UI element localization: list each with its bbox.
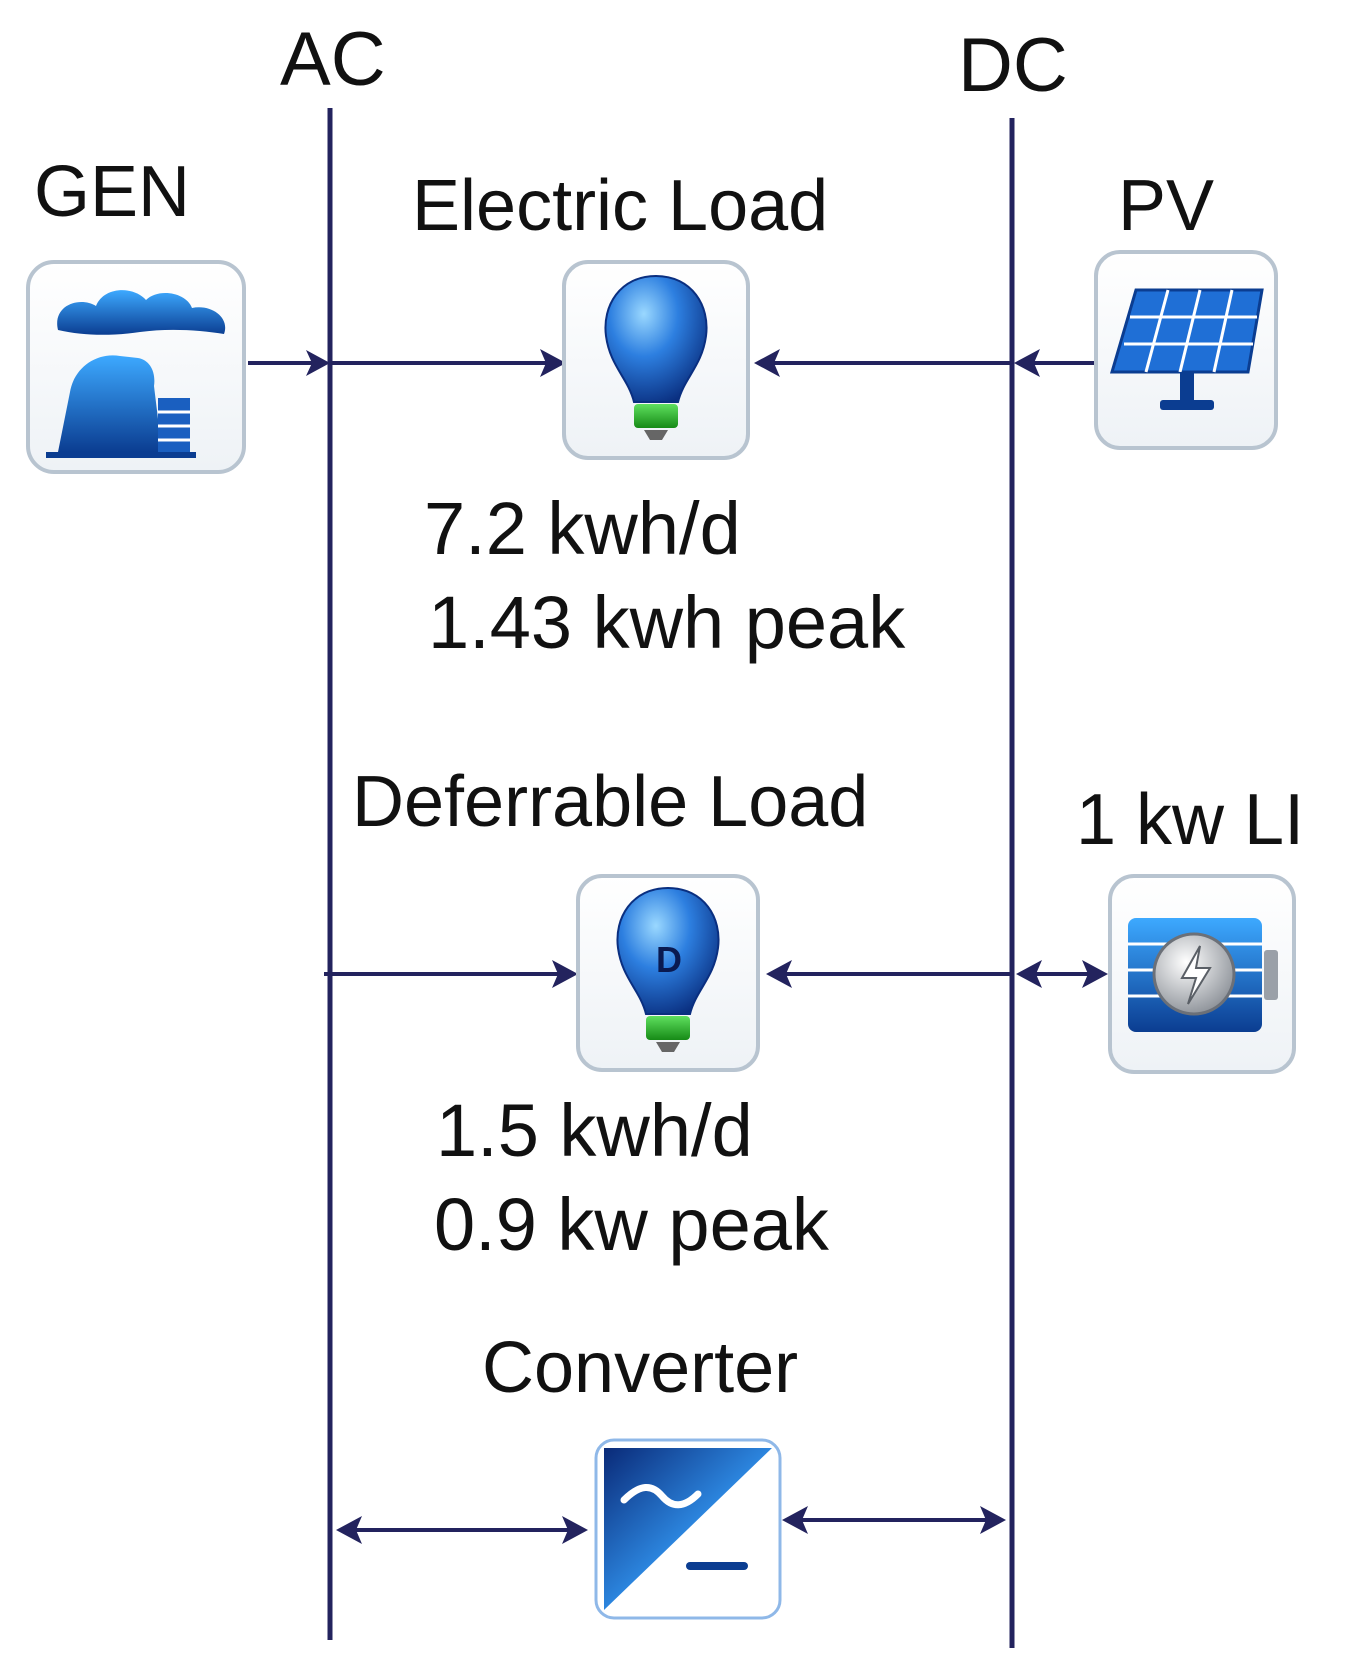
deferrable-load-daily-energy: 1.5 kwh/d [436,1089,753,1172]
deferrable-load-peak: 0.9 kw peak [434,1183,829,1266]
electric-load-component[interactable] [562,260,750,460]
battery-label: 1 kw LI [1076,780,1305,860]
converter-icon [604,1448,772,1610]
deferrable-load-component[interactable] [576,874,760,1072]
ac-to-electric-load-connector [330,349,566,377]
deferrable-bulb-mark: D [656,939,682,980]
converter-component[interactable] [594,1438,782,1620]
dc-to-electric-load-connector [754,349,1012,377]
gen-component[interactable] [26,260,246,474]
dc-battery-connector [1016,960,1108,988]
gen-label: GEN [34,152,191,232]
converter-dc-connector [782,1506,1006,1534]
electric-load-daily-energy: 7.2 kwh/d [424,487,741,570]
solar-panel-icon [1109,288,1264,410]
pv-component[interactable] [1094,250,1278,450]
pv-label: PV [1118,166,1215,246]
light-bulb-icon [604,274,708,440]
battery-component[interactable] [1108,874,1296,1074]
gen-to-ac-connector [248,350,330,376]
electric-load-peak: 1.43 kwh peak [428,581,906,664]
ac-to-deferrable-load-connector [324,960,578,988]
electric-load-label: Electric Load [412,166,829,246]
pv-to-dc-connector [1014,349,1096,377]
deferrable-load-label: Deferrable Load [352,762,869,842]
converter-label: Converter [482,1328,799,1408]
dc-bus-label: DC [958,23,1068,108]
dc-to-deferrable-load-connector [766,960,1012,988]
power-plant-icon [46,290,226,458]
ac-converter-connector [336,1516,588,1544]
ac-bus-label: AC [280,17,386,102]
battery-icon [1128,918,1278,1032]
deferrable-bulb-icon [616,886,720,1052]
